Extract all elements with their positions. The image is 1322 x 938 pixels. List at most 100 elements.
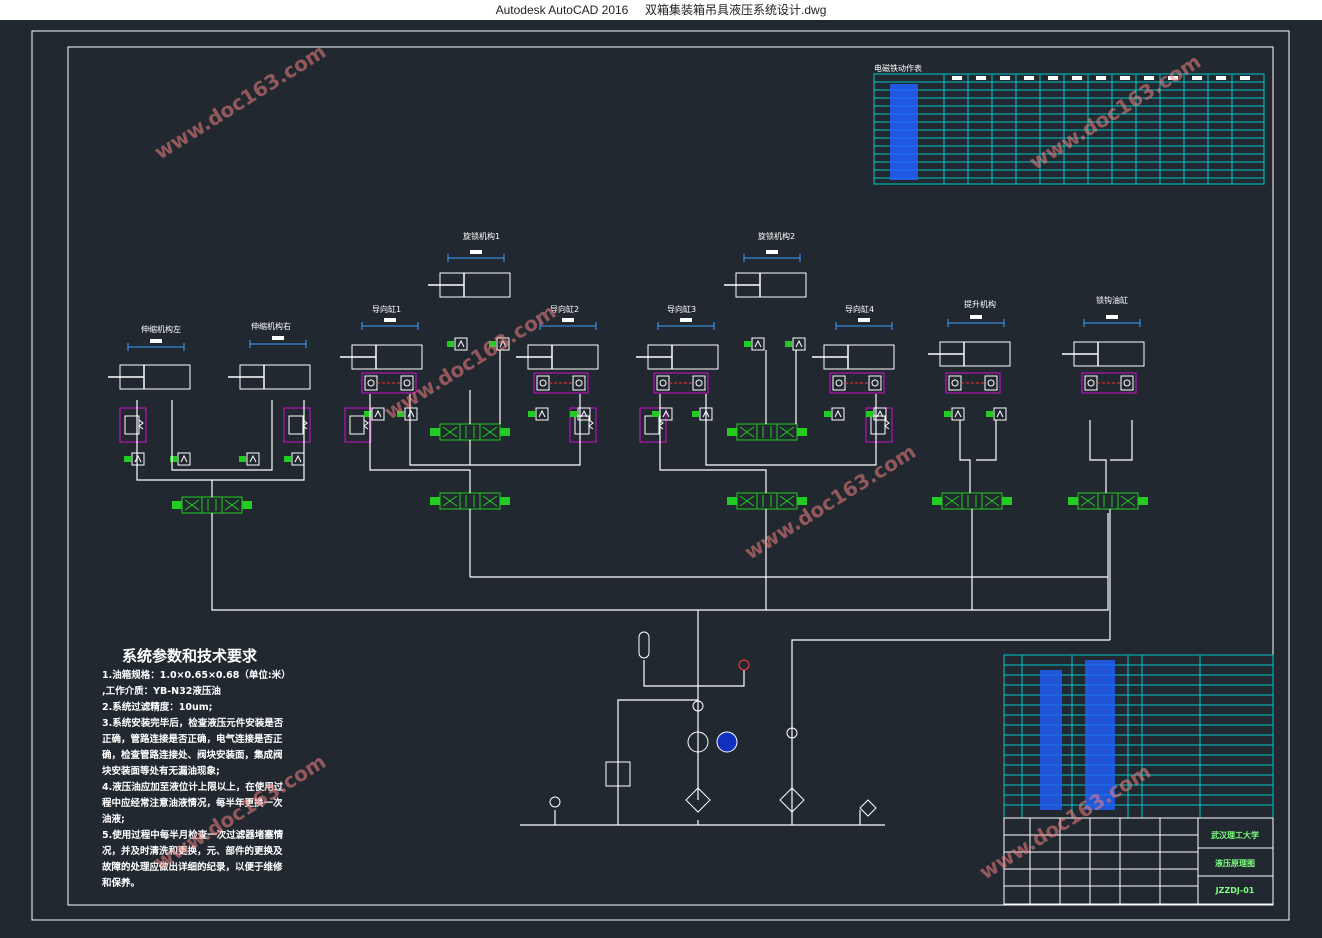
hydraulic-lock-guide-3[interactable] (653, 372, 709, 394)
relief-valve-telescoping-right[interactable] (283, 407, 311, 443)
directional-valve-telescoping[interactable] (171, 496, 253, 514)
main-relief-valve[interactable] (605, 761, 631, 787)
requirement-line: 程中应经常注意油液情况，每半年更换一次 (102, 797, 283, 809)
cylinder-lift[interactable] (927, 341, 1011, 367)
label-guide-cyl-2: 导向缸2 (550, 304, 579, 314)
check-valve-rotary-2a[interactable] (743, 337, 765, 351)
throttle-valve-2[interactable] (169, 452, 191, 466)
solenoid-table-title: 电磁铁动作表 (874, 63, 922, 73)
requirement-line: 况，并及时清洗和更换，元、部件的更换及 (102, 845, 283, 857)
requirement-line: 正确，管路连接是否正确，电气连接是否正 (102, 733, 283, 745)
pump[interactable] (687, 731, 709, 753)
throttle-valve-9[interactable] (651, 407, 673, 421)
drawing-number: JZZDJ-01 (1215, 886, 1255, 895)
hydraulic-lock-guide-2[interactable] (533, 372, 589, 394)
dim-hook-cyl (1083, 314, 1141, 328)
filter-1[interactable] (685, 787, 711, 813)
requirement-line: 油液; (102, 813, 125, 825)
directional-valve-upper-2[interactable] (726, 423, 808, 441)
cylinder-guide-4[interactable] (811, 344, 895, 370)
accumulator[interactable] (638, 631, 650, 659)
label-guide-cyl-3: 导向缸3 (667, 304, 696, 314)
pipe-network (136, 350, 1133, 826)
requirement-line: ,工作介质：YB-N32液压油 (102, 685, 221, 697)
drawing-canvas[interactable]: 电磁铁动作表 (0, 20, 1322, 934)
file-name: 双箱集装箱吊具液压系统设计.dwg (645, 3, 827, 17)
title-block[interactable]: 武汉理工大学 液压原理图 JZZDJ-01 (1003, 817, 1274, 905)
check-valve-rotary-1a[interactable] (446, 337, 468, 351)
throttle-valve-1[interactable] (123, 452, 145, 466)
dim-guide-cyl-3 (657, 317, 715, 331)
directional-valve-hook[interactable] (1067, 492, 1149, 510)
parts-list-table[interactable] (1003, 654, 1274, 819)
label-guide-cyl-4: 导向缸4 (845, 304, 874, 314)
dim-lift-mech (947, 314, 1005, 328)
throttle-valve-3[interactable] (238, 452, 260, 466)
relief-valve-telescoping-left[interactable] (119, 407, 147, 443)
cylinder-rotary-lock-1[interactable] (427, 272, 511, 298)
dim-guide-cyl-1 (361, 317, 419, 331)
motor[interactable] (716, 731, 738, 753)
watermark: www.doc163.com (740, 439, 920, 564)
throttle-valve-4[interactable] (283, 452, 305, 466)
outer-frame (31, 30, 1290, 921)
throttle-valve-10[interactable] (691, 407, 713, 421)
requirement-line: 1.油箱规格：1.0×0.65×0.68（单位:米） (102, 669, 291, 681)
check-valve-pump[interactable] (692, 700, 704, 712)
throttle-valve-7[interactable] (527, 407, 549, 421)
app-title: Autodesk AutoCAD 2016 (495, 3, 629, 17)
cylinder-telescoping-right[interactable] (227, 364, 311, 390)
dim-telescoping-left (127, 338, 185, 352)
label-rotary-lock-2: 旋锁机构2 (758, 231, 795, 241)
oil-heater[interactable] (549, 796, 561, 808)
requirement-line: 确，检查管路连接处、阀块安装面，集成阀 (102, 749, 283, 761)
hydraulic-lock-hook[interactable] (1081, 372, 1137, 394)
drawing-svg[interactable]: 电磁铁动作表 (0, 20, 1322, 934)
requirement-line: 故障的处理应做出详细的纪录，以便于维修 (102, 861, 283, 873)
label-telescoping-left: 伸缩机构左 (141, 324, 181, 334)
requirement-line: 3.系统安装完毕后，检查液压元件安装是否 (102, 717, 284, 729)
throttle-valve-13[interactable] (943, 407, 965, 421)
cylinder-hook[interactable] (1061, 341, 1145, 367)
directional-valve-lower-2[interactable] (726, 492, 808, 510)
requirements-title: 系统参数和技术要求 (122, 647, 258, 665)
label-telescoping-right: 伸缩机构右 (251, 321, 291, 331)
pump-station[interactable] (549, 631, 877, 817)
hydraulic-lock-lift[interactable] (945, 372, 1001, 394)
throttle-valve-11[interactable] (823, 407, 845, 421)
cylinder-rotary-lock-2[interactable] (723, 272, 807, 298)
directional-valve-lower-1[interactable] (429, 492, 511, 510)
requirement-line: 和保养。 (101, 877, 140, 889)
dim-guide-cyl-4 (835, 317, 893, 331)
throttle-valve-14[interactable] (985, 407, 1007, 421)
label-hook-cyl: 锁钩油缸 (1096, 295, 1128, 305)
cylinder-guide-2[interactable] (515, 344, 599, 370)
watermark: www.doc163.com (150, 39, 330, 164)
solenoid-action-table[interactable]: 电磁铁动作表 (873, 63, 1265, 185)
window-title-bar: Autodesk AutoCAD 2016 双箱集装箱吊具液压系统设计.dwg (0, 0, 1322, 20)
cylinder-guide-1[interactable] (339, 344, 423, 370)
watermark: www.doc163.com (1025, 49, 1205, 174)
pressure-gauge[interactable] (738, 659, 750, 671)
requirement-line: 2.系统过滤精度：10um; (102, 701, 212, 713)
directional-valve-upper-1[interactable] (429, 423, 511, 441)
cylinder-telescoping-left[interactable] (107, 364, 191, 390)
requirement-line: 块安装面等处有无漏油现象; (102, 765, 220, 777)
check-valve-return[interactable] (786, 727, 798, 739)
drawing-name: 液压原理图 (1215, 858, 1255, 868)
throttle-valve-5[interactable] (363, 407, 385, 421)
requirement-line: 5.使用过程中每半月检查一次过滤器堵塞情 (102, 829, 284, 841)
requirement-line: 4.液压油应加至液位计上限以上，在使用过 (102, 781, 284, 793)
tech-requirements: 系统参数和技术要求 1.油箱规格：1.0×0.65×0.68（单位:米） ,工作… (101, 647, 291, 889)
cooler[interactable] (859, 799, 877, 817)
filter-2[interactable] (779, 787, 805, 813)
dim-telescoping-right (249, 335, 307, 349)
check-valve-rotary-2b[interactable] (784, 337, 806, 351)
label-lift-mech: 提升机构 (964, 299, 996, 309)
cylinder-guide-3[interactable] (635, 344, 719, 370)
directional-valve-lift[interactable] (931, 492, 1013, 510)
hydraulic-lock-guide-4[interactable] (829, 372, 885, 394)
dim-rotary-lock-2 (743, 249, 801, 263)
inner-frame (67, 46, 1274, 906)
dim-rotary-lock-1 (447, 249, 505, 263)
